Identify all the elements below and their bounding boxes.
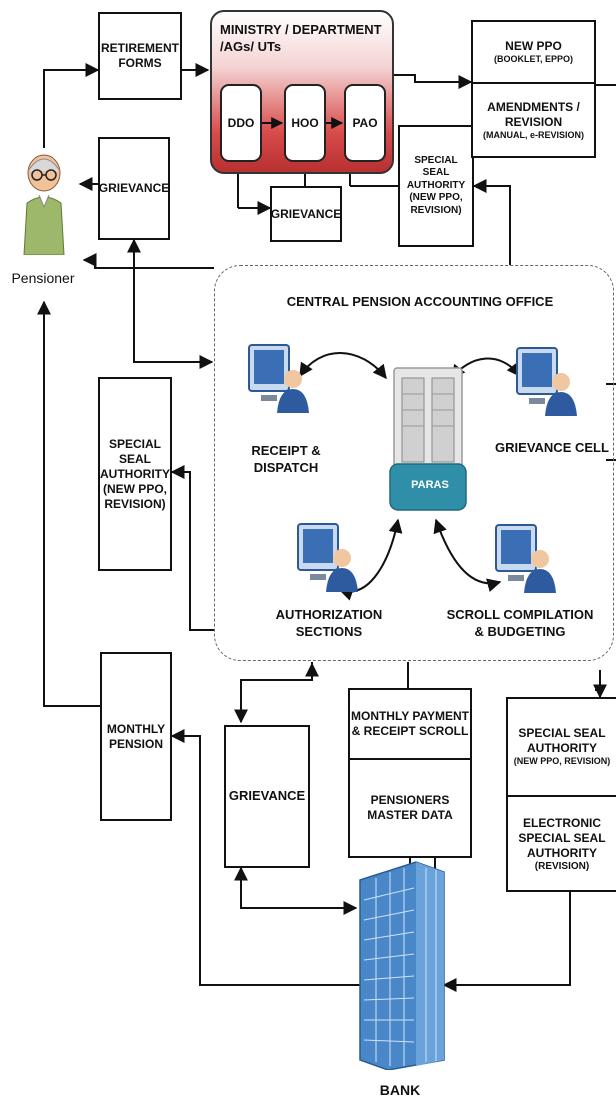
special-seal-authority-left-box: SPECIAL SEAL AUTHORITY (NEW PPO, REVISIO… xyxy=(98,377,172,571)
computer-icon-authorization xyxy=(297,523,358,592)
special-seal-authority-right-box: SPECIAL SEAL AUTHORITY (NEW PPO, REVISIO… xyxy=(506,697,616,892)
computer-icon-receipt xyxy=(248,344,309,413)
receipt-dispatch-label: RECEIPT & DISPATCH xyxy=(251,443,321,475)
ministry-department-block: MINISTRY / DEPARTMENT /AGs/ UTs DDO HOO … xyxy=(210,10,394,174)
ministry-title: MINISTRY / DEPARTMENT /AGs/ UTs xyxy=(220,22,382,54)
amendments-title: AMENDMENTS / REVISION xyxy=(487,100,580,130)
computer-icon-grievance-cell xyxy=(516,347,577,416)
paras-label: PARAS xyxy=(411,479,449,491)
monthly-payment-scroll-label: MONTHLY PAYMENT & RECEIPT SCROLL xyxy=(350,709,470,738)
computer-icon-scroll xyxy=(495,524,556,593)
hoo-box: HOO xyxy=(284,84,326,162)
electronic-ssa-title: ELECTRONIC SPECIAL SEAL AUTHORITY xyxy=(518,815,606,860)
retirement-forms-box: RETIREMENT FORMS xyxy=(98,12,182,100)
new-ppo-title: NEW PPO xyxy=(505,38,562,53)
authorization-sections-label: AUTHORIZATION SECTIONS xyxy=(275,607,383,639)
new-ppo-subtitle: (BOOKLET, EPPO) xyxy=(493,53,573,64)
pao-box: PAO xyxy=(344,84,386,162)
special-seal-authority-top-box: SPECIAL SEAL AUTHORITY (NEW PPO, REVISIO… xyxy=(398,125,474,247)
ddo-box: DDO xyxy=(220,84,262,162)
new-ppo-box: NEW PPO (BOOKLET, EPPO) AMENDMENTS / REV… xyxy=(471,20,596,158)
pensioners-master-data-label: PENSIONERS MASTER DATA xyxy=(367,793,453,822)
monthly-pension-box: MONTHLY PENSION xyxy=(100,652,172,821)
cpao-container xyxy=(214,265,614,661)
bank-building-icon xyxy=(359,861,445,1070)
electronic-ssa-subtitle: (REVISION) xyxy=(534,860,590,872)
scroll-compilation-label: SCROLL COMPILATION & BUDGETING xyxy=(446,607,594,639)
ssa-right-subtitle: (NEW PPO, REVISION) xyxy=(513,756,611,767)
paras-server-icon xyxy=(389,367,467,511)
grievance-bottom-box: GRIEVANCE xyxy=(224,725,310,868)
amendments-subtitle: (MANUAL, e-REVISION) xyxy=(483,130,584,141)
scroll-master-data-box: MONTHLY PAYMENT & RECEIPT SCROLL PENSION… xyxy=(348,688,472,858)
cpao-title: CENTRAL PENSION ACCOUNTING OFFICE xyxy=(286,294,554,309)
ministry-internal-arrows xyxy=(262,117,344,129)
grievance-ministry-box: GRIEVANCE xyxy=(270,186,342,242)
grievance-cell-label: GRIEVANCE CELL xyxy=(495,440,609,455)
pensioner-icon xyxy=(23,154,65,255)
grievance-left-box: GRIEVANCE xyxy=(98,137,170,240)
ssa-right-title: SPECIAL SEAL AUTHORITY xyxy=(518,726,606,756)
pensioner-label: Pensioner xyxy=(11,270,75,286)
bank-label: BANK xyxy=(379,1082,421,1098)
